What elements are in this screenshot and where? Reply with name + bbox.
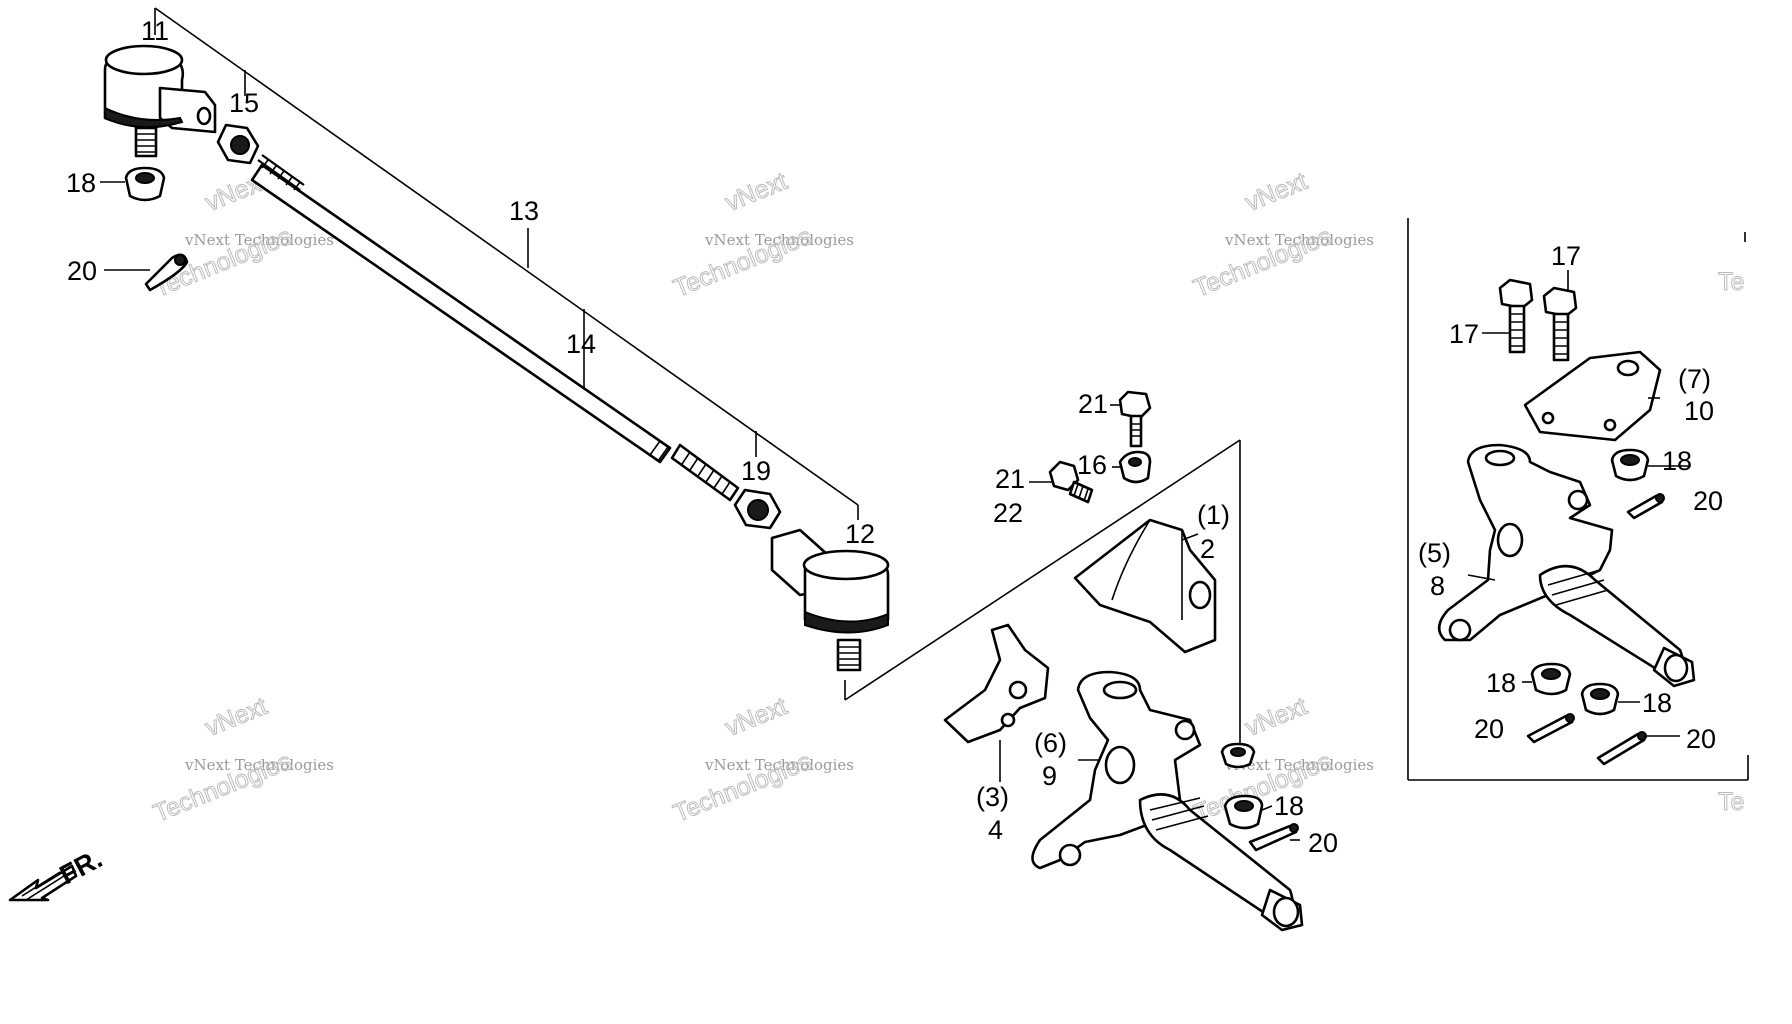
tie-rod-end-11 <box>103 44 217 158</box>
leader-lines <box>100 181 1690 841</box>
svg-text:vNext Technologies: vNext Technologies <box>184 756 334 774</box>
callout-1: (1) <box>1197 500 1230 530</box>
plate-10 <box>1523 350 1662 442</box>
svg-text:vNext Technologies: vNext Technologies <box>704 756 854 774</box>
svg-text:vNext: vNext <box>201 692 271 742</box>
bolt-21-22 <box>1048 460 1094 504</box>
callout-17-top: 17 <box>1551 241 1581 271</box>
watermark-edge-2: Te <box>1718 788 1744 816</box>
callout-2: 2 <box>1200 534 1215 564</box>
knuckle-8 <box>1437 443 1696 688</box>
plate-4 <box>943 623 1050 744</box>
tie-rod-end-12 <box>770 528 890 672</box>
svg-text:vNext Technologies: vNext Technologies <box>704 231 854 249</box>
callout-21-mid: 21 <box>995 464 1025 494</box>
callout-6: (6) <box>1034 728 1067 758</box>
cotter-pin-20-right-mid <box>1526 713 1575 744</box>
tie-rod-13 <box>250 154 740 502</box>
cotter-pin-20-right-low <box>1596 731 1647 766</box>
svg-text:vNext: vNext <box>721 167 791 217</box>
callout-16: 16 <box>1077 450 1107 480</box>
callout-18-right-top: 18 <box>1662 446 1692 476</box>
svg-text:vNext: vNext <box>1241 167 1311 217</box>
callout-18-right-mid: 18 <box>1486 668 1516 698</box>
cover-2 <box>1073 518 1217 654</box>
callout-14: 14 <box>566 329 596 359</box>
callout-9: 9 <box>1042 761 1057 791</box>
watermark-4: vNext vNext Technologies Technologies <box>149 692 334 829</box>
callout-20-right-top: 20 <box>1693 486 1723 516</box>
callout-22: 22 <box>993 498 1023 528</box>
callout-20-right-mid: 20 <box>1474 714 1504 744</box>
callout-7: (7) <box>1678 364 1711 394</box>
bolt-17-right <box>1542 286 1578 362</box>
castle-nut-18-right-low <box>1580 682 1620 716</box>
nut-19 <box>733 488 782 530</box>
callout-21-top: 21 <box>1078 389 1108 419</box>
callout-15: 15 <box>229 88 259 118</box>
knuckle-9 <box>1031 670 1304 932</box>
callout-17-left: 17 <box>1449 319 1479 349</box>
castle-nut-18-right-top <box>1610 448 1650 482</box>
watermark-edge-1: Te <box>1718 268 1744 296</box>
svg-text:vNext Technologies: vNext Technologies <box>184 231 334 249</box>
callout-8: 8 <box>1430 571 1445 601</box>
callout-20-center: 20 <box>1308 828 1338 858</box>
callout-3: (3) <box>976 782 1009 812</box>
cotter-pin-20-center <box>1248 823 1299 852</box>
callout-19: 19 <box>741 456 771 486</box>
callout-labels: 11 15 18 20 13 14 19 12 21 21 16 22 (1) … <box>66 16 1723 858</box>
callout-18-center: 18 <box>1274 791 1304 821</box>
castle-nut-18-left <box>124 166 166 202</box>
svg-text:vNext: vNext <box>1241 692 1311 742</box>
callout-18-right-low: 18 <box>1642 688 1672 718</box>
front-arrow-icon <box>8 864 78 902</box>
callout-20-left: 20 <box>67 256 97 286</box>
callout-13: 13 <box>509 196 539 226</box>
castle-nut-18-center <box>1223 794 1264 830</box>
watermark-5: vNext vNext Technologies Technologies <box>669 692 854 829</box>
castle-nut-center-top <box>1220 742 1256 769</box>
callout-18-left: 18 <box>66 168 96 198</box>
watermark-2: vNext vNext Technologies Technologies <box>669 167 854 304</box>
cotter-pin-20-left <box>144 253 189 292</box>
watermark-3: vNext vNext Technologies Technologies <box>1189 167 1374 304</box>
callout-4: 4 <box>988 815 1003 845</box>
nut-15 <box>216 123 260 165</box>
callout-12: 12 <box>845 519 875 549</box>
svg-text:vNext: vNext <box>721 692 791 742</box>
bracket-lines <box>154 7 1749 781</box>
svg-text:vNext Technologies: vNext Technologies <box>1224 756 1374 774</box>
svg-text:vNext Technologies: vNext Technologies <box>1224 231 1374 249</box>
callout-5: (5) <box>1418 538 1451 568</box>
callout-20-right-low: 20 <box>1686 724 1716 754</box>
cotter-pin-20-right-top <box>1626 493 1665 520</box>
castle-nut-18-right-mid <box>1530 662 1572 696</box>
front-direction-indicator: FR. <box>8 843 107 902</box>
callout-10: 10 <box>1684 396 1714 426</box>
callout-11: 11 <box>141 16 169 46</box>
watermark-1: vNext vNext Technologies Technologies <box>149 167 334 304</box>
bolt-17-left <box>1498 278 1534 354</box>
washer-16 <box>1118 450 1152 484</box>
bolt-21-top <box>1118 390 1152 448</box>
